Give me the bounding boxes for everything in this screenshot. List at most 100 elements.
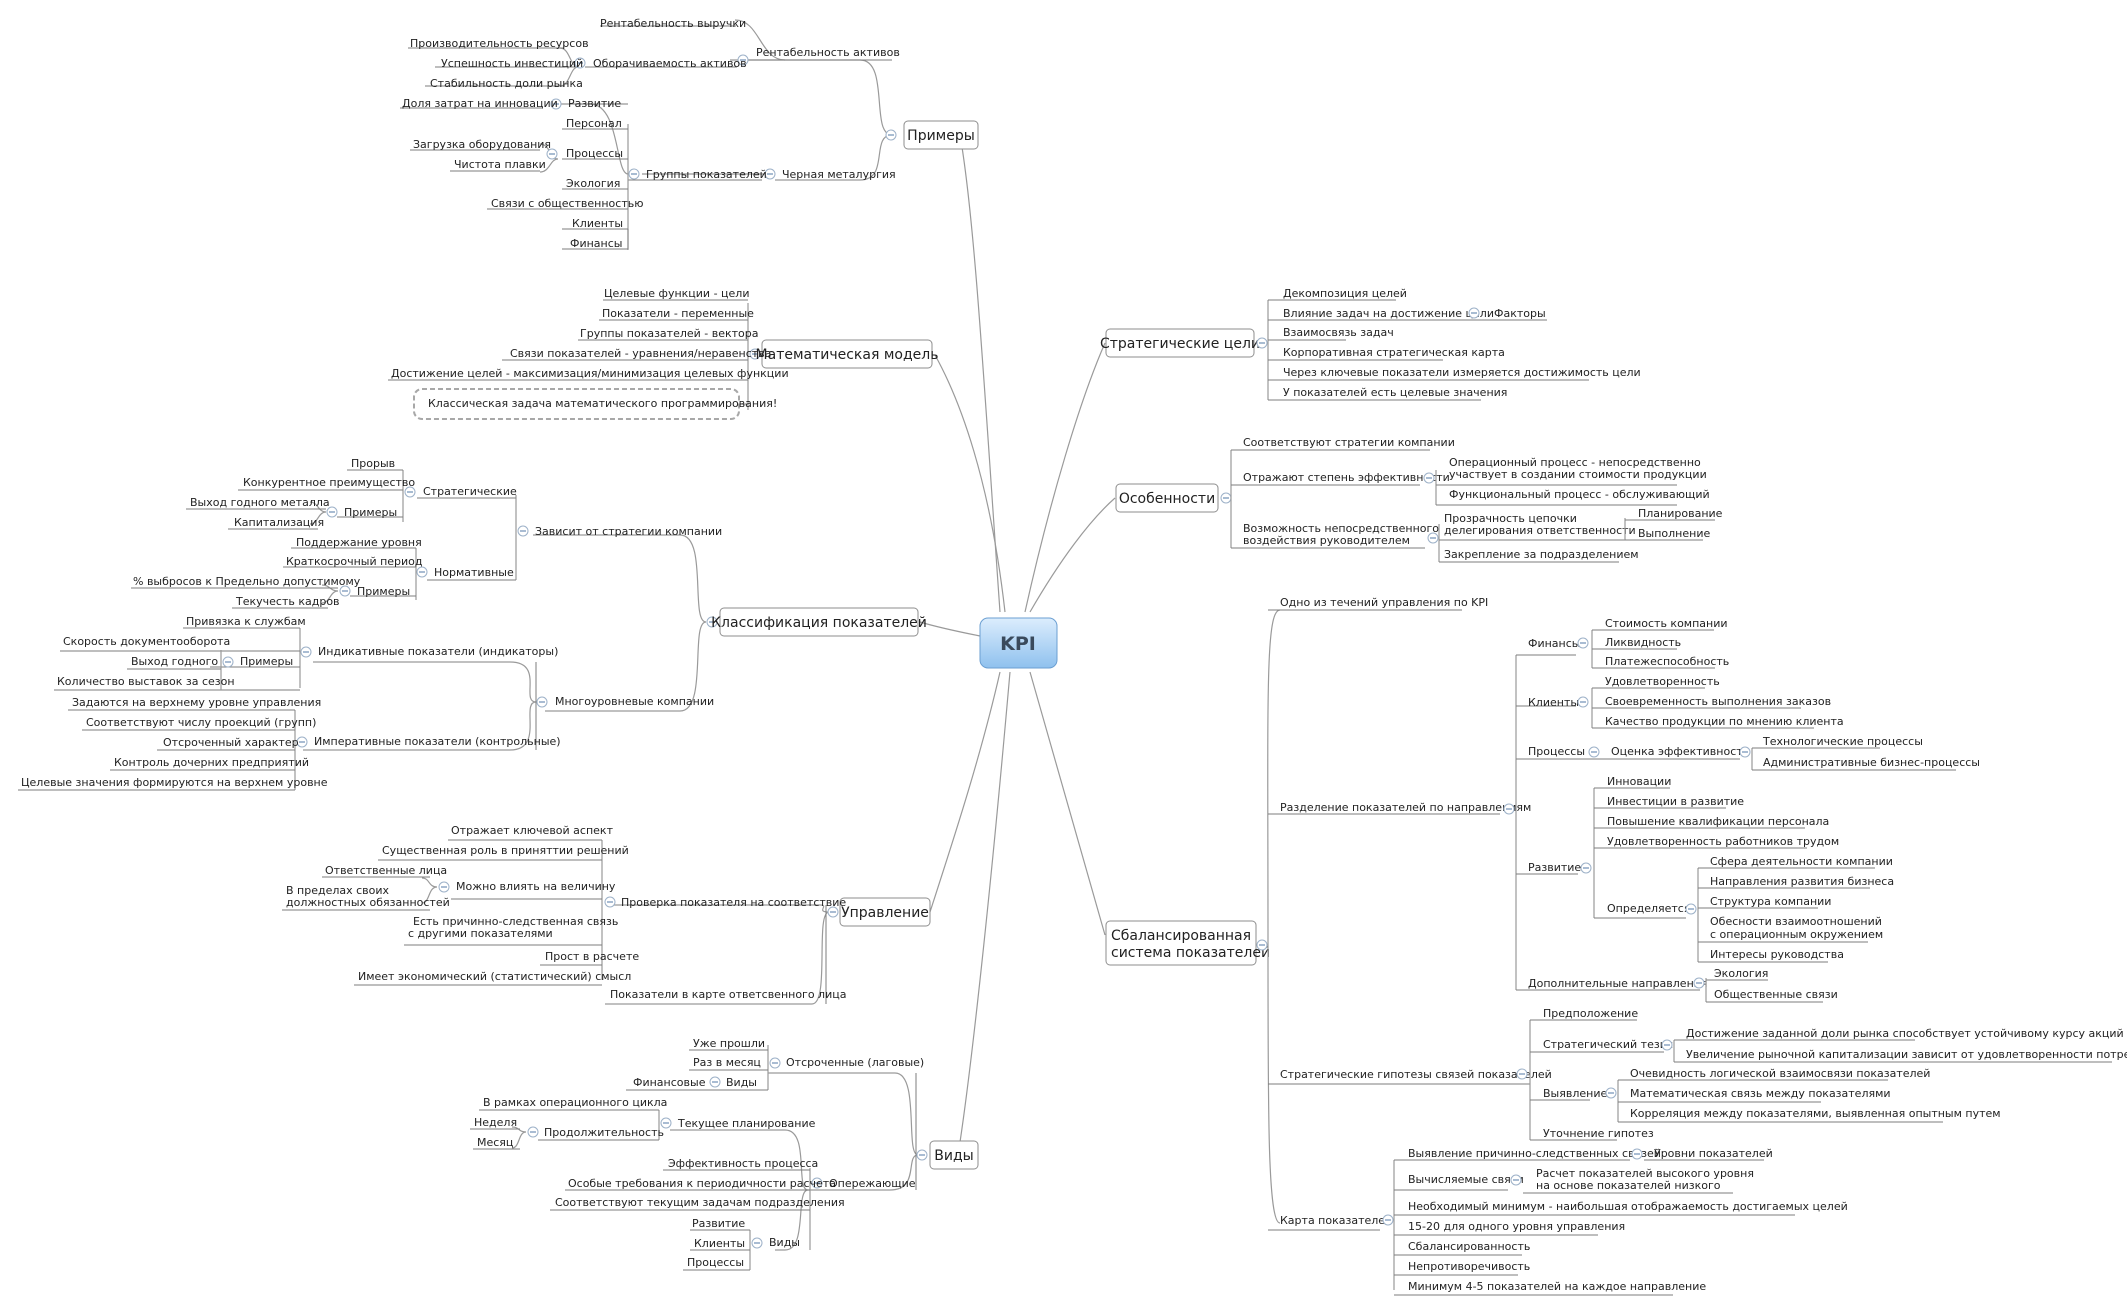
- collapse-toggle[interactable]: [706, 616, 718, 628]
- node-tekuchest[interactable]: Текучесть кадров: [235, 595, 340, 608]
- node-mat-model[interactable]: [761, 339, 933, 369]
- node-otsrochenny[interactable]: Отсроченный характер: [163, 736, 299, 749]
- central-topic[interactable]: KPI: [979, 617, 1058, 669]
- collapse-toggle[interactable]: [751, 1237, 763, 1249]
- node-15-20[interactable]: 15-20 для одного уровня управления: [1408, 1220, 1625, 1233]
- node-osobennosti[interactable]: [1115, 483, 1219, 513]
- node-neprotivorechivost[interactable]: Непротиворечивость: [1408, 1260, 1530, 1273]
- node-klienty-vidy[interactable]: Клиенты: [694, 1237, 745, 1250]
- node-raz[interactable]: Раз в месяц: [693, 1056, 761, 1069]
- node-sootvetstvuyut-vidy[interactable]: Соответствуют текущим задачам подразделе…: [555, 1196, 845, 1209]
- node-planirovanie[interactable]: Планирование: [1638, 507, 1723, 520]
- collapse-toggle[interactable]: [811, 1177, 823, 1189]
- node-vidy-sub[interactable]: Виды: [726, 1076, 757, 1089]
- node-prodolzhitelnost[interactable]: Продолжительность: [544, 1126, 664, 1139]
- node-udovletvorennost-rab[interactable]: Удовлетворенность работников трудом: [1607, 835, 1839, 848]
- node-vybrosy[interactable]: % выбросов к Предельно допустимому: [133, 575, 361, 588]
- node-celevye[interactable]: Целевые значения формируются на верхнем …: [21, 776, 328, 789]
- node-interesy[interactable]: Интересы руководства: [1710, 948, 1844, 961]
- node-imperativnye[interactable]: Императивные показатели (контрольные): [314, 735, 561, 748]
- node-vyhod-metalla[interactable]: Выход годного металла: [190, 496, 330, 509]
- node-primery-sub[interactable]: Примеры: [240, 655, 293, 668]
- node-v-predelah[interactable]: В пределах своих: [286, 884, 390, 897]
- node-operacionny[interactable]: Операционный процесс - непосредственно: [1449, 456, 1701, 469]
- node-obosoblennost-2[interactable]: с операционным окружением: [1710, 928, 1883, 941]
- node-zagruzka[interactable]: Загрузка оборудования: [413, 138, 551, 151]
- collapse-toggle[interactable]: [1516, 1068, 1528, 1080]
- node-zakreplenie[interactable]: Закрепление за подразделением: [1444, 548, 1639, 561]
- note-callout[interactable]: [413, 388, 740, 420]
- node-odno[interactable]: Одно из течений управления по KPI: [1280, 596, 1488, 609]
- node-proryv[interactable]: Прорыв: [351, 457, 395, 470]
- collapse-toggle[interactable]: [438, 881, 450, 893]
- collapse-toggle[interactable]: [1693, 977, 1705, 989]
- collapse-toggle[interactable]: [574, 57, 586, 69]
- node-bsc[interactable]: [1105, 920, 1257, 966]
- collapse-toggle[interactable]: [1468, 307, 1480, 319]
- node-urovni[interactable]: Уровни показателей: [1654, 1147, 1773, 1160]
- node-klassifikaciya[interactable]: [719, 607, 919, 637]
- node-mat-item[interactable]: Группы показателей - вектора: [580, 327, 759, 340]
- node-tekushchee[interactable]: Текущее планирование: [677, 1117, 816, 1130]
- node-u-pokazateley[interactable]: У показателей есть целевые значения: [1283, 386, 1507, 399]
- node-dolya-zatrat[interactable]: Доля затрат на инновации: [402, 97, 558, 110]
- node-mat-item[interactable]: Связи показателей - уравнения/неравенств…: [510, 347, 771, 360]
- node-indikativnye[interactable]: Индикативные показатели (индикаторы): [318, 645, 558, 658]
- node-raschet-2[interactable]: на основе показателей низкого: [1536, 1179, 1721, 1192]
- node-platezhesposobnost[interactable]: Платежеспособность: [1605, 655, 1729, 668]
- node-rentabelnost-aktivov[interactable]: Рентабельность активов: [756, 46, 900, 59]
- collapse-toggle[interactable]: [1605, 1087, 1617, 1099]
- node-personal[interactable]: Персонал: [566, 117, 622, 130]
- node-mat-svyaz[interactable]: Математическая связь между показателями: [1630, 1087, 1891, 1100]
- collapse-toggle[interactable]: [1685, 903, 1697, 915]
- collapse-toggle[interactable]: [749, 348, 761, 360]
- node-osobye[interactable]: Особые требования к периодичности расчет…: [568, 1177, 836, 1190]
- node-svyazi[interactable]: Связи с общественностью: [491, 197, 643, 210]
- node-vidy2[interactable]: Виды: [769, 1236, 800, 1249]
- collapse-toggle[interactable]: [764, 168, 776, 180]
- collapse-toggle[interactable]: [404, 486, 416, 498]
- node-strat-celi[interactable]: [1105, 328, 1255, 358]
- node-innovacii[interactable]: Инновации: [1607, 775, 1671, 788]
- node-normativnye[interactable]: Нормативные: [434, 566, 514, 579]
- node-klienty-bsc[interactable]: Клиенты: [1528, 696, 1579, 709]
- node-kratkosrochny[interactable]: Краткосрочный период: [286, 555, 423, 568]
- node-obosoblennost[interactable]: Обесности взаимоотношений: [1710, 915, 1882, 928]
- node-vychislyaemye[interactable]: Вычисляемые связи: [1408, 1173, 1524, 1186]
- node-prost[interactable]: Прост в расчете: [545, 950, 639, 963]
- node-dopolnitelnye[interactable]: Дополнительные направления: [1528, 977, 1708, 990]
- node-napravleniya[interactable]: Направления развития бизнеса: [1710, 875, 1894, 888]
- node-kolichestvo[interactable]: Количество выставок за сезон: [57, 675, 235, 688]
- collapse-toggle[interactable]: [885, 129, 897, 141]
- collapse-toggle[interactable]: [550, 98, 562, 110]
- node-cherez[interactable]: Через ключевые показатели измеряется дос…: [1283, 366, 1641, 379]
- node-gruppy-pokazateley[interactable]: Группы показателей: [646, 168, 767, 181]
- collapse-toggle[interactable]: [1503, 803, 1515, 815]
- node-vzaimosvyaz[interactable]: Взаимосвязь задач: [1283, 326, 1394, 339]
- node-korrelyaciya[interactable]: Корреляция между показателями, выявленна…: [1630, 1107, 2001, 1120]
- collapse-toggle[interactable]: [1631, 1148, 1643, 1160]
- node-povyshenie[interactable]: Повышение квалификации персонала: [1607, 815, 1829, 828]
- collapse-toggle[interactable]: [1588, 746, 1600, 758]
- node-skorost[interactable]: Скорость документооборота: [63, 635, 230, 648]
- node-neobhodimy[interactable]: Необходимый минимум - наибольшая отображ…: [1408, 1200, 1848, 1213]
- node-investicii[interactable]: Инвестиции в развитие: [1607, 795, 1744, 808]
- node-kontrol[interactable]: Контроль дочерних предприятий: [114, 756, 309, 769]
- node-nedelya[interactable]: Неделя: [474, 1116, 517, 1129]
- collapse-toggle[interactable]: [300, 646, 312, 658]
- collapse-toggle[interactable]: [709, 1076, 721, 1088]
- node-ocenka[interactable]: Оценка эффективности: [1611, 745, 1750, 758]
- node-sootvetstvuyut-strat[interactable]: Соответствуют стратегии компании: [1243, 436, 1455, 449]
- node-upravlenie[interactable]: [839, 897, 931, 927]
- node-tehnologicheskie[interactable]: Технологические процессы: [1762, 735, 1923, 748]
- node-strat-gipotezy[interactable]: Стратегические гипотезы связей показател…: [1280, 1068, 1552, 1081]
- node-otvetstvennye[interactable]: Ответственные лица: [325, 864, 447, 877]
- node-uzhe[interactable]: Уже прошли: [693, 1037, 765, 1050]
- collapse-toggle[interactable]: [916, 1149, 928, 1161]
- node-primery-sub[interactable]: Примеры: [344, 506, 397, 519]
- node-mat-item[interactable]: Целевые функции - цели: [604, 287, 749, 300]
- node-vyyavlenie-pss[interactable]: Выявление причинно-следственных связей: [1408, 1147, 1661, 1160]
- node-faktory[interactable]: Факторы: [1494, 307, 1546, 320]
- collapse-toggle[interactable]: [1427, 532, 1439, 544]
- node-v-predelah-2[interactable]: должностных обязанностей: [286, 896, 450, 909]
